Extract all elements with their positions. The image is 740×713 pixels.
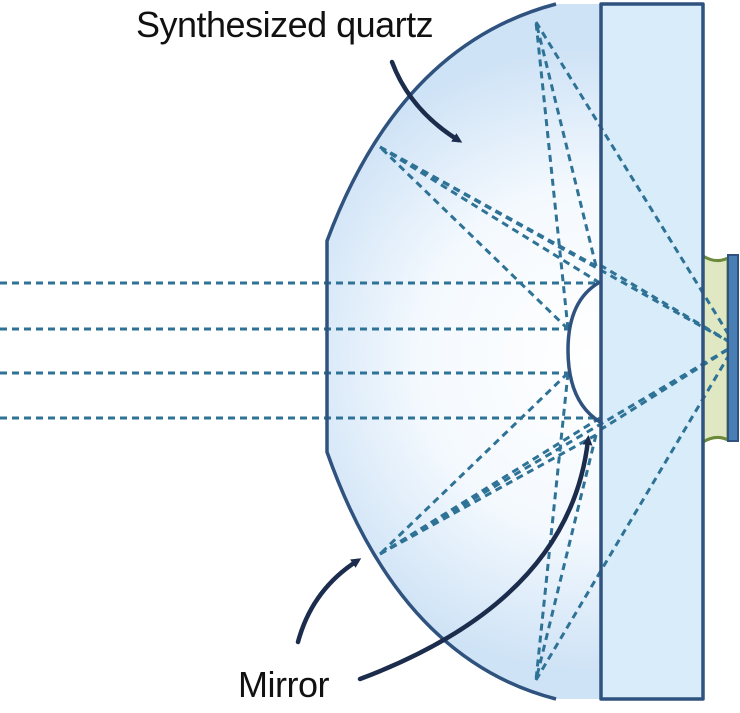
callout-arrows bbox=[295, 59, 593, 682]
plate-outline bbox=[599, 2, 705, 701]
lens-outline bbox=[325, 2, 557, 701]
detector-chip bbox=[727, 254, 739, 442]
quartz-arrow bbox=[389, 59, 463, 143]
secondary-mirror bbox=[566, 280, 601, 424]
lens-outlines bbox=[325, 2, 705, 701]
mirror-arrow-outer bbox=[295, 558, 362, 645]
quartz-lens-body bbox=[327, 4, 601, 699]
synthesized-quartz-label: Synthesized quartz bbox=[136, 4, 434, 45]
quartz-plate bbox=[601, 4, 703, 699]
mirror-label: Mirror bbox=[238, 664, 329, 705]
mirror-arrow-inner bbox=[357, 435, 593, 682]
sensor-element bbox=[701, 253, 730, 445]
